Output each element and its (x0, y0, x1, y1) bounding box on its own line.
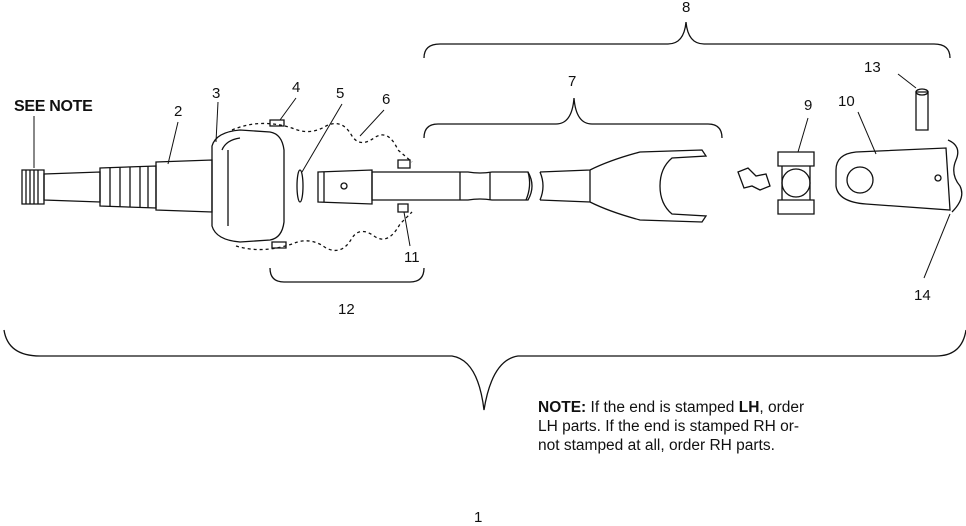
drive-shaft (318, 150, 706, 222)
callout-4: 4 (292, 79, 301, 96)
clamp-screw (398, 160, 410, 212)
snap-ring (297, 170, 303, 202)
leader-lines (34, 74, 950, 278)
note-heading: NOTE: (538, 399, 587, 416)
callout-11: 11 (404, 249, 420, 266)
note-line-2: LH parts. If the end is stamped RH or- (538, 418, 800, 435)
bracket-8 (424, 22, 950, 58)
note-text: NOTE: If the end is stamped LH, order LH… (538, 398, 868, 455)
end-yoke (836, 148, 950, 210)
note-line-3: not stamped at all, order RH parts. (538, 437, 775, 454)
callout-1: 1 (474, 509, 483, 526)
note-line-1a: If the end is stamped (586, 399, 739, 416)
callout-10: 10 (838, 93, 855, 110)
bracket-12 (270, 268, 424, 282)
callout-7: 7 (568, 73, 577, 90)
callout-3: 3 (212, 85, 221, 102)
u-joint-cross (738, 152, 814, 214)
cv-stub-shaft (22, 160, 212, 212)
see-note-label: SEE NOTE (14, 98, 93, 115)
cv-boot (232, 123, 412, 250)
callout-6: 6 (382, 91, 391, 108)
note-lh: LH (738, 399, 760, 416)
callout-9: 9 (804, 97, 813, 114)
yoke-pin (916, 89, 928, 130)
callout-2: 2 (174, 103, 183, 120)
callout-5: 5 (336, 85, 345, 102)
callout-8: 8 (682, 0, 691, 16)
callout-12: 12 (338, 301, 355, 318)
cv-joint-housing (212, 130, 284, 242)
retaining-clip (948, 140, 962, 212)
bracket-1 (4, 330, 966, 410)
callout-14: 14 (914, 287, 931, 304)
note-line-1c: , order (759, 399, 805, 416)
note-line-1: NOTE: If the end is stamped LH, order (538, 398, 868, 417)
bracket-7 (424, 98, 722, 138)
callout-13: 13 (864, 59, 881, 76)
